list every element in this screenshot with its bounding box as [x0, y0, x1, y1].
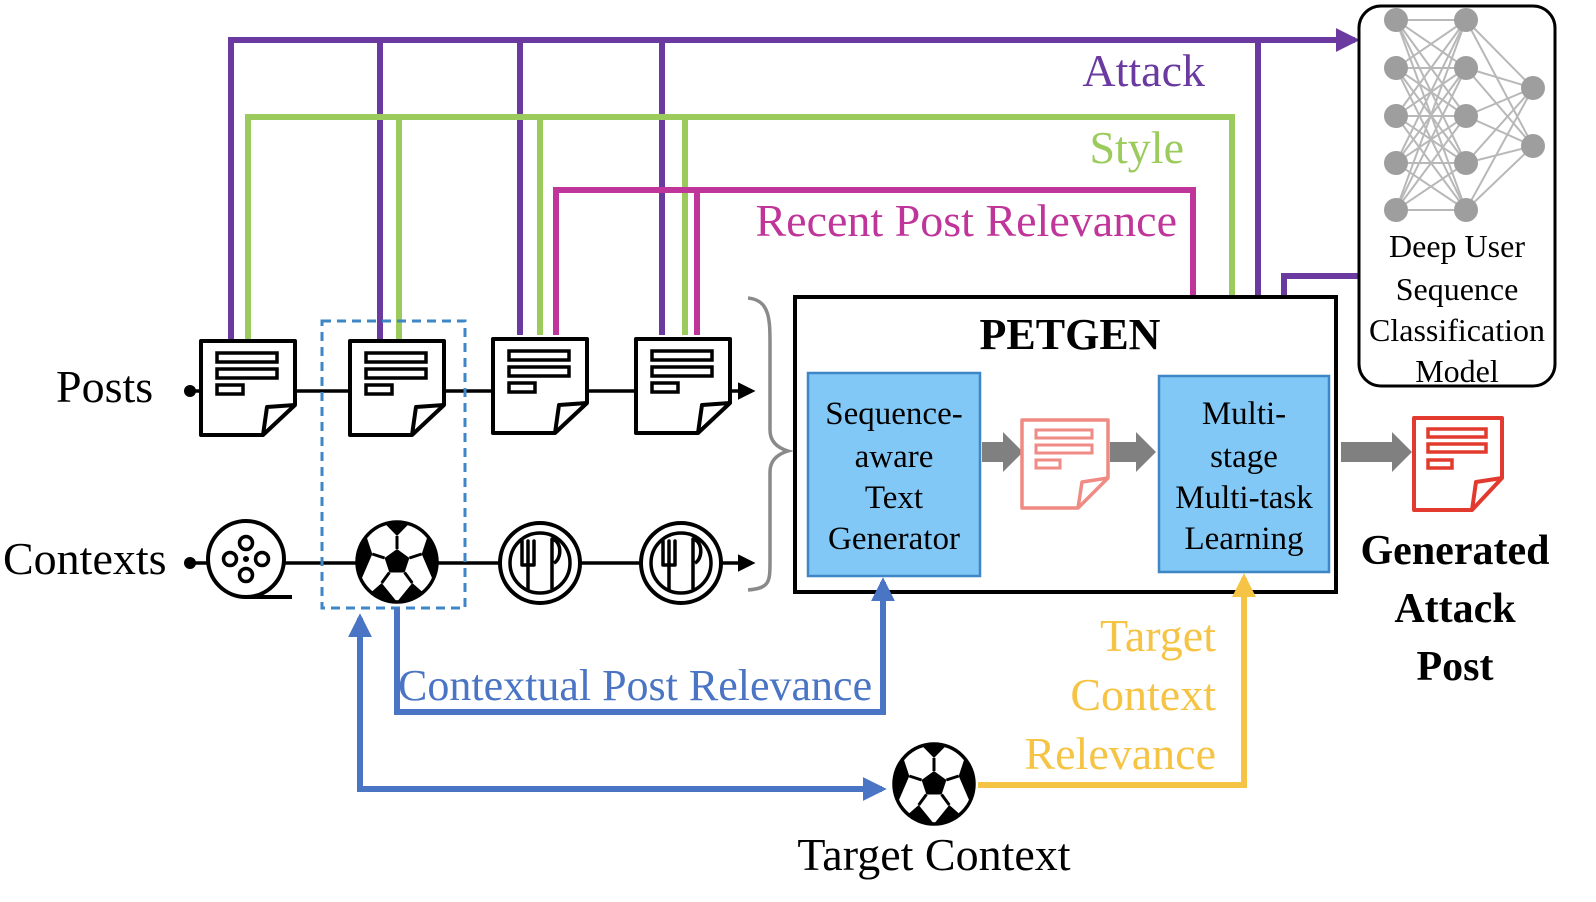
- nn-node: [1384, 8, 1408, 32]
- learner-line-4: Learning: [1184, 521, 1303, 557]
- nn-node: [1384, 56, 1408, 80]
- plate-fork-icon: [639, 521, 723, 605]
- nn-edge: [1465, 87, 1534, 211]
- soccer-ball-icon: [355, 520, 439, 604]
- input-brace: [747, 296, 795, 592]
- post-2-document-icon: [348, 339, 446, 437]
- nn-node: [1521, 134, 1545, 158]
- output-line-2: Attack: [1394, 586, 1516, 632]
- nn-edge: [1465, 19, 1534, 147]
- draft-to-learner-arrow: [1110, 432, 1156, 472]
- nn-node: [1454, 151, 1478, 175]
- nn-edge: [1465, 19, 1534, 89]
- target-relevance-line-3: Relevance: [1024, 728, 1216, 779]
- learner-line-2: stage: [1210, 439, 1278, 475]
- contexts-label: Contexts: [3, 533, 167, 584]
- nn-node: [1454, 8, 1478, 32]
- output-arrow: [1341, 432, 1412, 472]
- nn-node: [1521, 76, 1545, 100]
- nn-node: [1384, 198, 1408, 222]
- recent-relevance-lines: [553, 187, 1205, 377]
- nn-edge: [1395, 67, 1467, 211]
- target-relevance-line-2: Context: [1070, 669, 1216, 720]
- multitask-learning-box: [1157, 374, 1331, 574]
- nn-edge: [1465, 87, 1534, 164]
- post-1-document-icon: [199, 339, 297, 437]
- target-relevance-line-1: Target: [1100, 610, 1216, 661]
- nn-edge: [1395, 19, 1467, 211]
- nn-edge: [1395, 19, 1467, 69]
- neural-network-nodes: [1384, 8, 1545, 222]
- nn-node: [1384, 104, 1408, 128]
- text-generator-box: [806, 371, 982, 578]
- recent-relevance-label: Recent Post Relevance: [755, 195, 1177, 246]
- target-relevance-lines: [978, 573, 1256, 788]
- petgen-title: PETGEN: [980, 310, 1161, 359]
- model-line-1: Deep User: [1389, 228, 1525, 264]
- target-context-soccer-ball-icon: [892, 742, 976, 826]
- post-4-document-icon: [634, 337, 732, 435]
- highlighted-step-box: [320, 319, 467, 610]
- nn-node: [1384, 151, 1408, 175]
- model-line-3: Classification: [1369, 312, 1545, 348]
- nn-edge: [1465, 145, 1534, 211]
- nn-edge: [1395, 19, 1467, 164]
- generator-line-2: aware: [855, 439, 934, 475]
- output-line-1: Generated: [1361, 528, 1550, 574]
- attack-label: Attack: [1082, 45, 1205, 96]
- learner-line-1: Multi-: [1202, 396, 1286, 432]
- contextual-relevance-lines: [348, 577, 895, 801]
- generator-to-draft-arrow: [982, 432, 1023, 472]
- draft-post-icon: [1020, 418, 1110, 510]
- posts-label: Posts: [56, 361, 153, 412]
- nn-edge: [1465, 115, 1534, 147]
- style-signal-lines: [245, 114, 1244, 377]
- learner-line-3: Multi-task: [1175, 480, 1313, 516]
- model-line-2: Sequence: [1396, 271, 1519, 307]
- attack-signal-lines: [228, 28, 1360, 377]
- film-reel-icon: [206, 519, 294, 599]
- generator-line-4: Generator: [828, 521, 960, 557]
- nn-node: [1454, 56, 1478, 80]
- target-context-label: Target Context: [797, 829, 1070, 880]
- output-line-3: Post: [1417, 644, 1494, 690]
- style-label: Style: [1089, 122, 1184, 173]
- model-line-4: Model: [1415, 353, 1499, 389]
- nn-edge: [1395, 115, 1467, 211]
- generator-line-1: Sequence-: [825, 396, 962, 432]
- generator-line-3: Text: [865, 480, 923, 516]
- plate-fork-icon: [498, 521, 582, 605]
- post-3-document-icon: [491, 337, 589, 435]
- generated-post-icon: [1412, 416, 1504, 512]
- nn-edge: [1465, 67, 1534, 147]
- nn-node: [1454, 104, 1478, 128]
- nn-edge: [1465, 87, 1534, 117]
- contextual-relevance-label: Contextual Post Relevance: [398, 661, 872, 710]
- nn-edge: [1395, 162, 1467, 211]
- nn-edge: [1395, 19, 1467, 117]
- nn-node: [1454, 198, 1478, 222]
